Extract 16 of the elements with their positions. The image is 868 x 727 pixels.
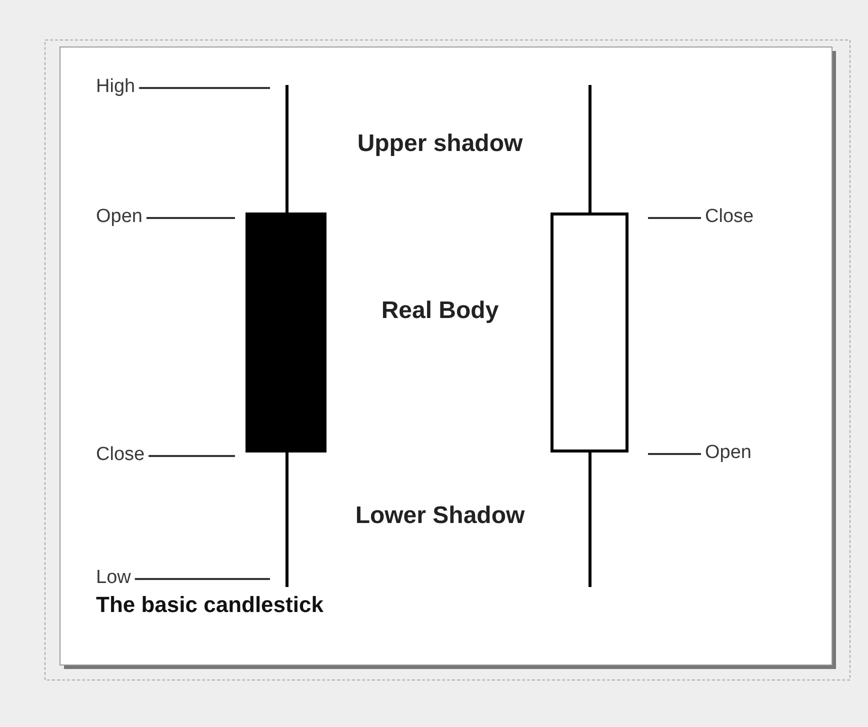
price-label: Close [705, 207, 754, 226]
price-label: Low [96, 568, 131, 587]
leader-line [134, 578, 270, 580]
leader-line [146, 217, 235, 219]
annotation-text: Lower Shadow [354, 501, 526, 531]
leader-line [648, 217, 701, 219]
price-label: Open [96, 207, 142, 226]
annotation-text: Upper shadow [356, 129, 524, 159]
leader-line [648, 453, 701, 455]
caption: The basic candlestick [96, 592, 324, 618]
price-label: High [96, 77, 136, 96]
price-label: Close [96, 445, 145, 464]
leader-line [139, 87, 270, 89]
price-label: Open [705, 443, 752, 462]
annotation-text: Real Body [380, 296, 500, 326]
leader-line [148, 455, 235, 457]
